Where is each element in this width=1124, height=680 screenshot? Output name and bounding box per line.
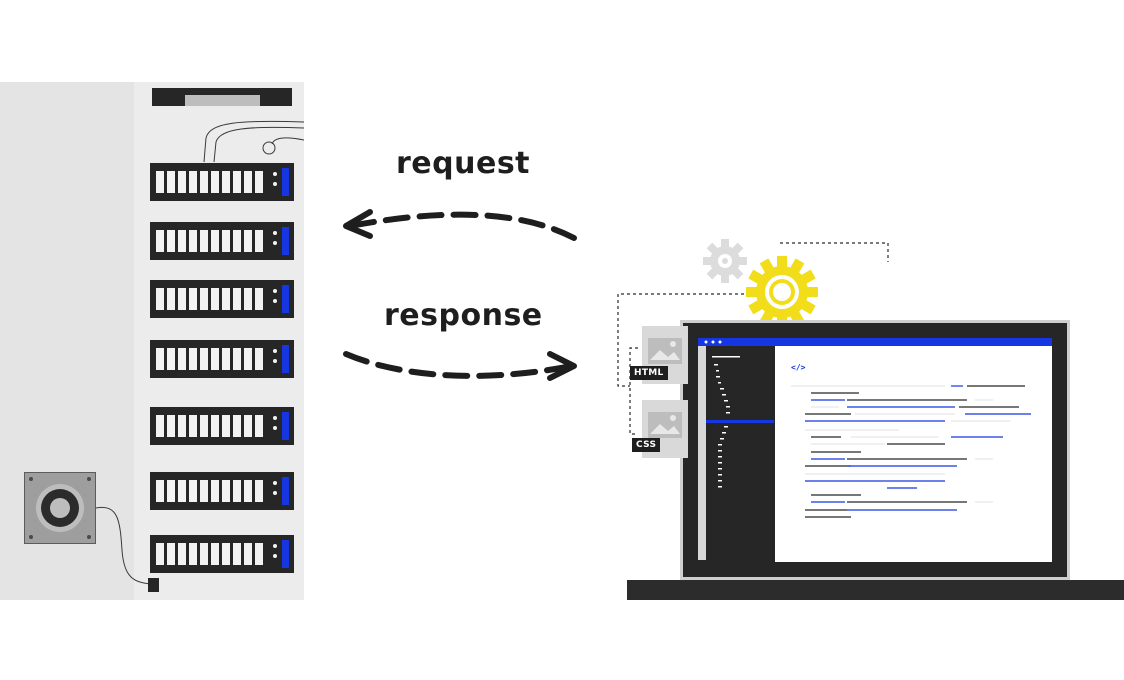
server-unit [150,407,294,445]
server-unit [150,280,294,318]
fan-cable [94,500,156,586]
server-unit [150,535,294,573]
status-led [282,227,289,255]
request-label: request [396,146,530,181]
code-lines [775,346,1052,562]
file-tree [708,352,774,502]
status-led [282,168,289,196]
gear-icon [702,238,748,284]
laptop-base [627,580,1124,600]
rack-cables [180,118,304,164]
status-led [282,345,289,373]
rack-top-slot [185,95,260,106]
html-file-tag: HTML [630,366,668,380]
sidebar-strip [698,346,706,560]
code-icon: </> [791,363,805,372]
fan-icon [24,472,96,544]
request-arrow [338,200,586,250]
code-editor: </> [775,346,1052,562]
response-label: response [384,298,543,333]
status-led [282,412,289,440]
status-led [282,477,289,505]
response-arrow [338,340,586,390]
server-unit [150,163,294,201]
server-unit [150,340,294,378]
server-unit [150,472,294,510]
cable-connector [148,578,159,592]
css-file-tag: CSS [632,438,660,452]
gear-icon [744,254,820,330]
server-unit [150,222,294,260]
selected-file-highlight [706,420,774,423]
status-led [282,540,289,568]
browser-bar [698,338,1052,346]
status-led [282,285,289,313]
